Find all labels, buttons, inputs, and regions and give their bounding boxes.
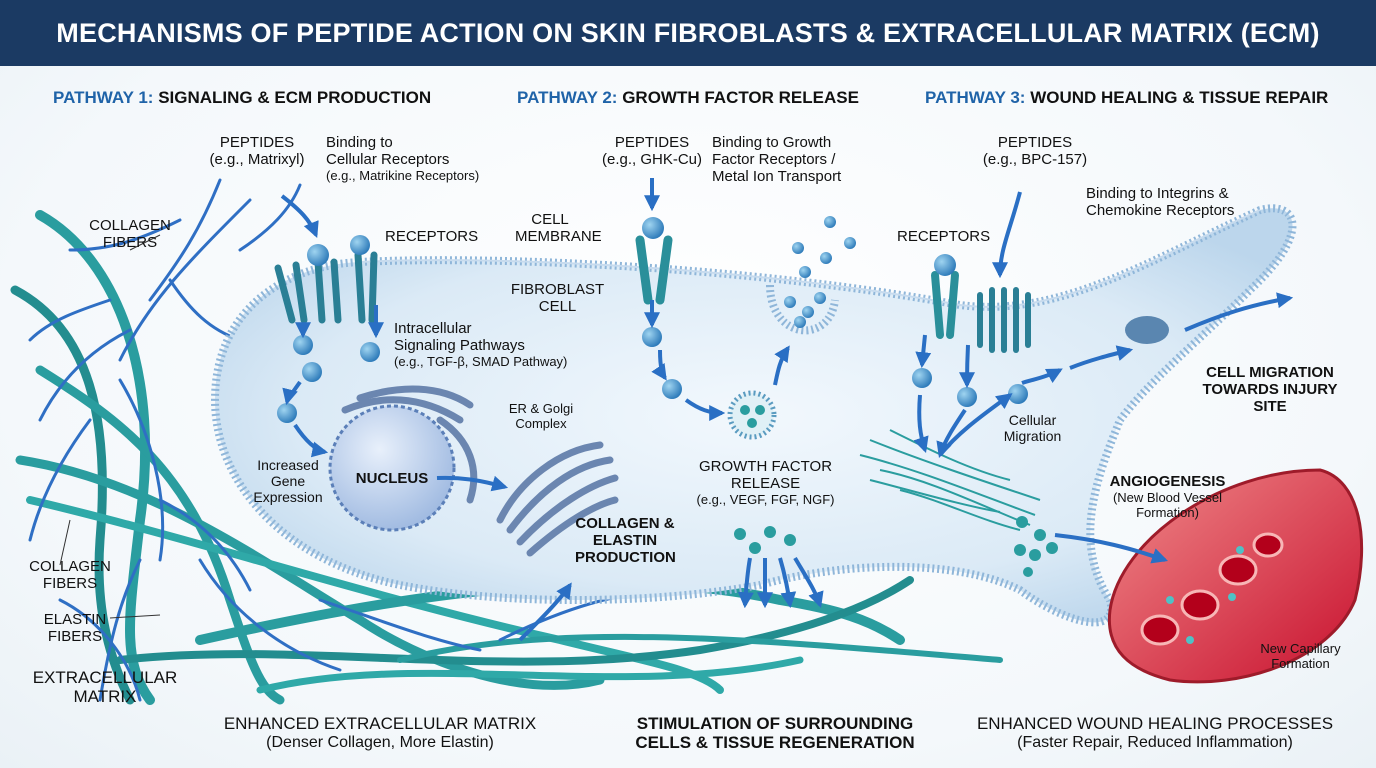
fibroblast-cell-label: FIBROBLAST CELL — [510, 281, 605, 315]
pathway2-name: GROWTH FACTOR RELEASE — [622, 88, 859, 107]
migrating-cell-nucleus — [1125, 316, 1169, 344]
title-bar: MECHANISMS OF PEPTIDE ACTION ON SKIN FIB… — [0, 0, 1376, 66]
pathway3-number: PATHWAY 3: — [925, 88, 1026, 107]
p1-intracellular-label: Intracellular Signaling Pathways (e.g., … — [394, 320, 568, 369]
cell-membrane-label: CELL MEMBRANE — [515, 211, 602, 245]
cellular-migration-label: Cellular Migration — [1003, 412, 1062, 444]
new-capillary-label: New Capillary Formation — [1260, 641, 1341, 671]
outcome-stimulation: STIMULATION OF SURROUNDING CELLS & TISSU… — [635, 714, 915, 752]
elastin-fibers-left — [28, 178, 682, 702]
outcome-ecm: ENHANCED EXTRACELLULAR MATRIX (Denser Co… — [223, 714, 537, 751]
leader-lines — [59, 234, 161, 619]
pathway2-heading: PATHWAY 2: GROWTH FACTOR RELEASE — [517, 89, 859, 106]
cytoskeleton-fibers — [859, 429, 1041, 531]
p1-gene-expression-label: Increased Gene Expression — [253, 457, 323, 505]
pathway2-number: PATHWAY 2: — [517, 88, 618, 107]
p3-receptors-label: RECEPTORS — [897, 228, 991, 245]
flow-arrows — [280, 178, 1294, 642]
extracellular-matrix-label: EXTRACELLULAR MATRIX — [32, 668, 178, 706]
p1-peptides-label: PEPTIDES (e.g., Matrixyl) — [209, 134, 305, 168]
p1-receptors-label: RECEPTORS — [385, 228, 479, 245]
er-golgi-label: ER & Golgi Complex — [508, 401, 574, 431]
page-title: MECHANISMS OF PEPTIDE ACTION ON SKIN FIB… — [56, 18, 1320, 48]
elastin-fibers-label: ELASTIN FIBERS — [43, 611, 107, 645]
pathway3-name: WOUND HEALING & TISSUE REPAIR — [1030, 88, 1329, 107]
signaling-molecules — [277, 327, 1058, 577]
vesicle-budding — [766, 216, 856, 335]
collagen-fibers-mid-label: COLLAGEN FIBERS — [29, 558, 111, 592]
p3-peptides-label: PEPTIDES (e.g., BPC-157) — [982, 134, 1088, 168]
collagen-elastin-production-label: COLLAGEN & ELASTIN PRODUCTION — [575, 515, 676, 566]
er-golgi-shape — [341, 385, 619, 557]
collagen-fibers-top-label: COLLAGEN FIBERS — [89, 217, 171, 251]
pathway3-heading: PATHWAY 3: WOUND HEALING & TISSUE REPAIR — [925, 89, 1328, 106]
receptors-pathway3 — [931, 254, 1031, 353]
p2-peptides-label: PEPTIDES (e.g., GHK-Cu) — [601, 134, 703, 168]
nucleus-shape — [328, 404, 456, 532]
outcome-wound-healing: ENHANCED WOUND HEALING PROCESSES (Faster… — [976, 714, 1334, 751]
receptors-pathway1 — [274, 235, 378, 324]
p3-binding-label: Binding to Integrins & Chemokine Recepto… — [1086, 185, 1235, 219]
receptor-pathway2 — [635, 217, 673, 305]
p1-binding-label: Binding to Cellular Receptors (e.g., Mat… — [326, 134, 480, 183]
nucleus-label: NUCLEUS — [355, 470, 429, 487]
p2-binding-label: Binding to Growth Factor Receptors / Met… — [712, 134, 842, 185]
ecm-fibers-left — [10, 210, 1003, 705]
pathway1-heading: PATHWAY 1: SIGNALING & ECM PRODUCTION — [53, 89, 431, 106]
angiogenesis-label: ANGIOGENESIS (New Blood Vessel Formation… — [1109, 473, 1226, 520]
blood-vessel — [1107, 468, 1364, 684]
pathway1-number: PATHWAY 1: — [53, 88, 154, 107]
growth-factor-release-label: GROWTH FACTOR RELEASE (e.g., VEGF, FGF, … — [696, 458, 835, 507]
pathway1-name: SIGNALING & ECM PRODUCTION — [158, 88, 432, 107]
cell-migration-label: CELL MIGRATION TOWARDS INJURY SITE — [1202, 364, 1338, 415]
